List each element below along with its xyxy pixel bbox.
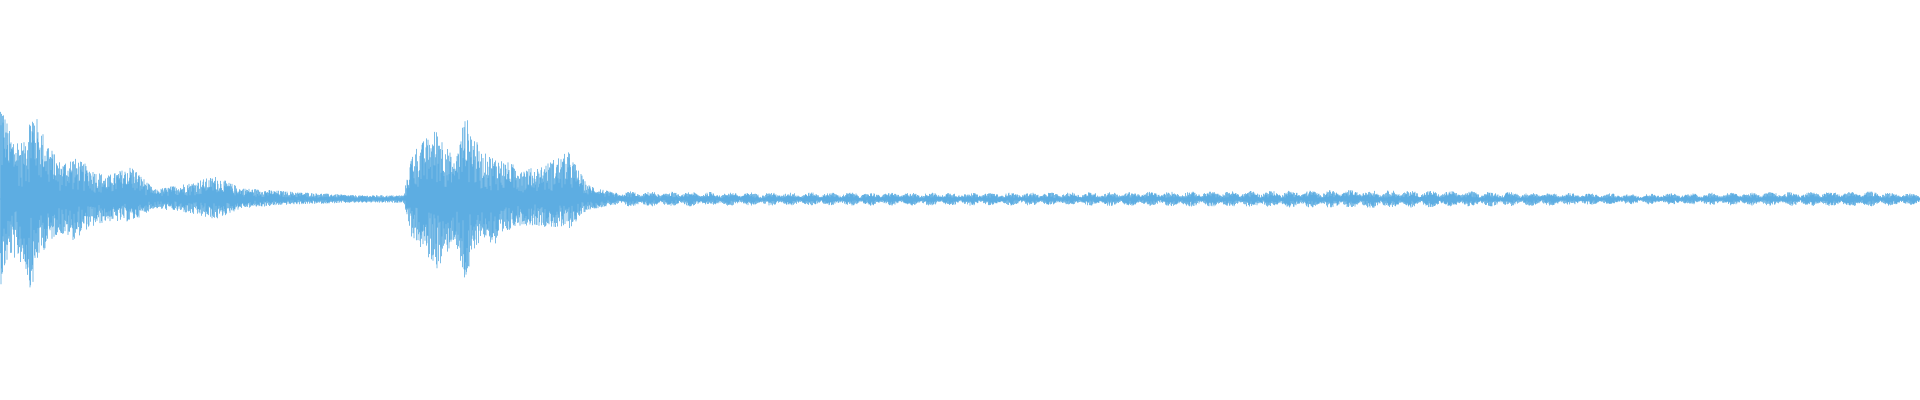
waveform-bars xyxy=(0,111,1920,288)
waveform-path xyxy=(0,111,1920,288)
